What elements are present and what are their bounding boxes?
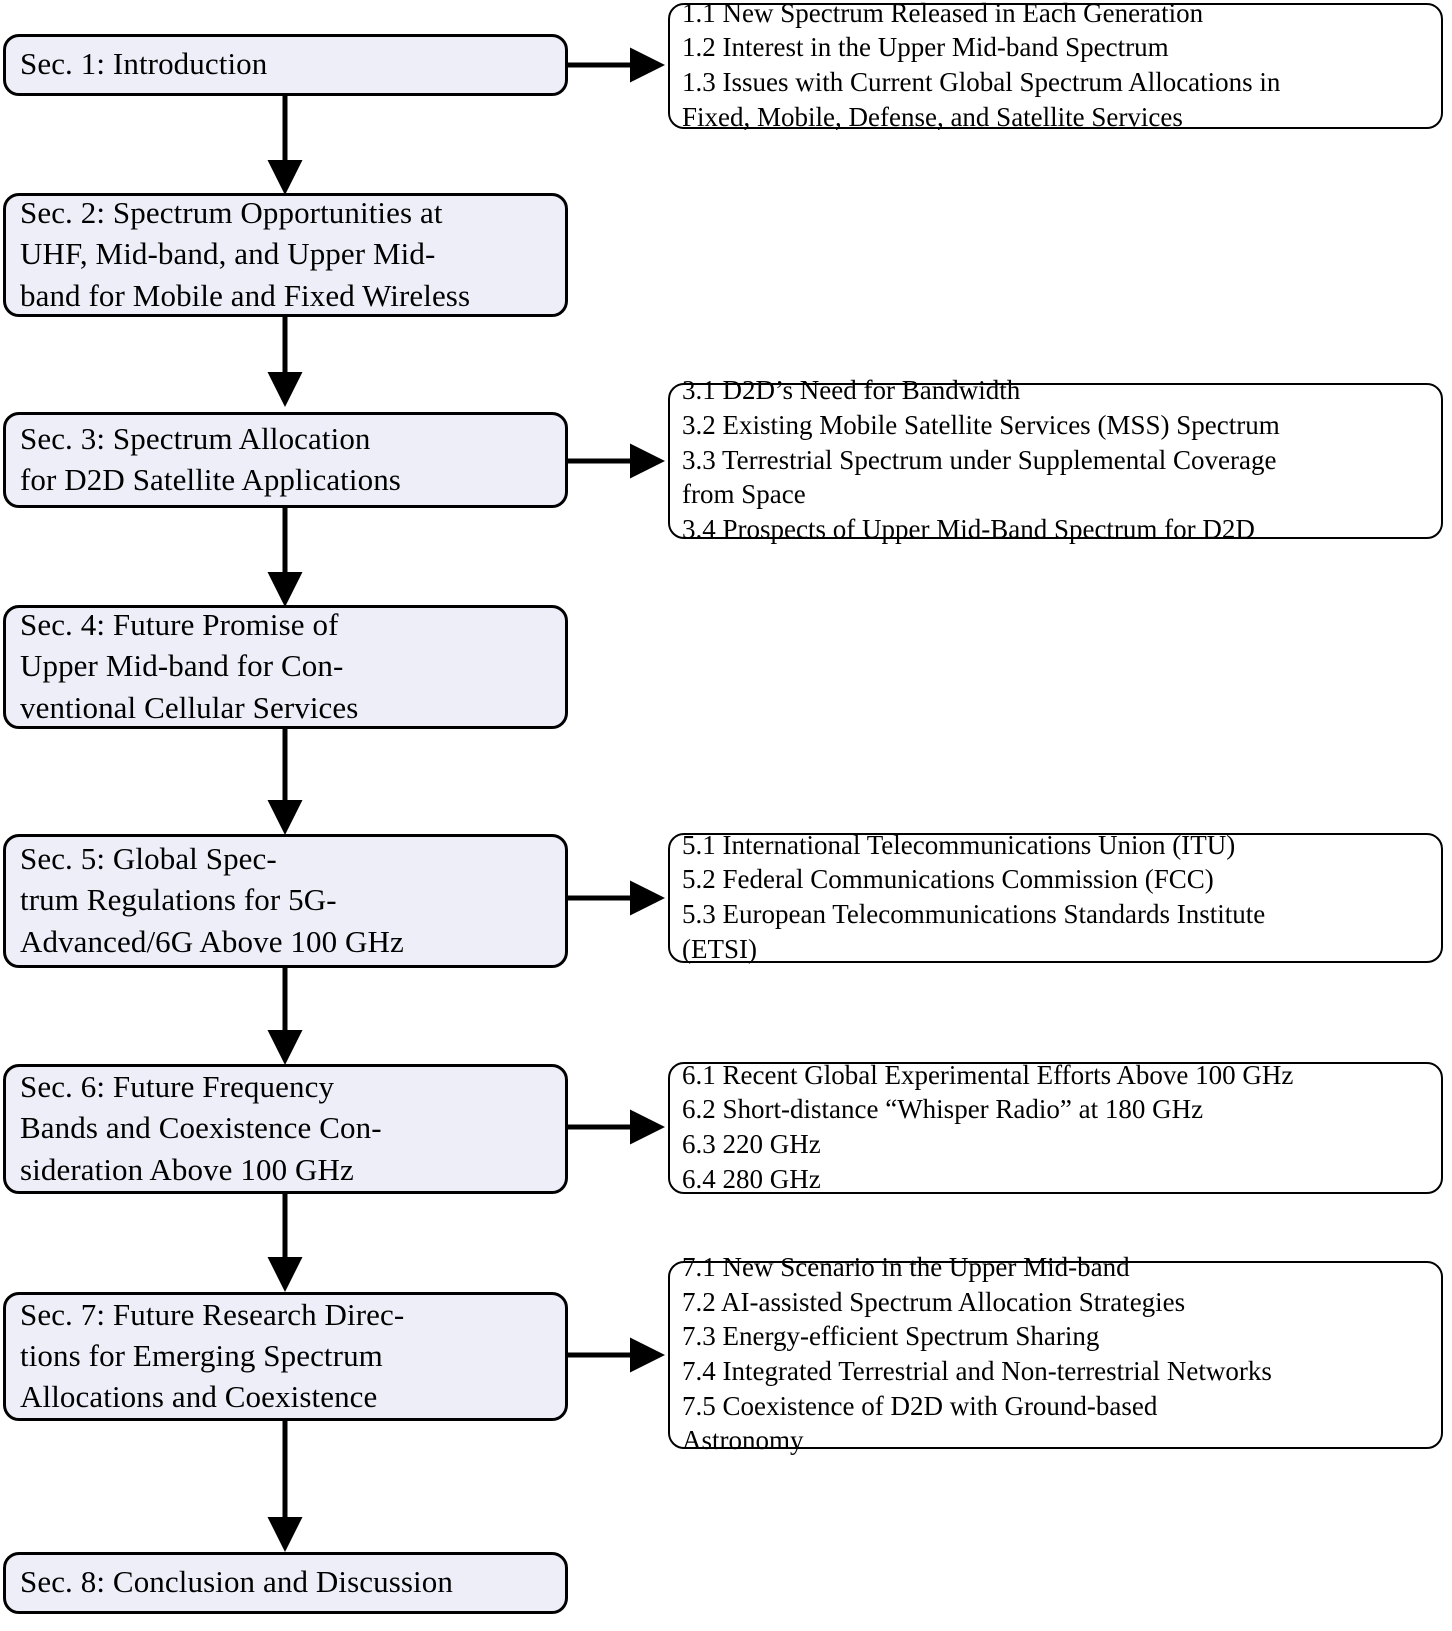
node-sec7-line-2: Allocations and Coexistence	[20, 1379, 378, 1415]
node-sec5-line-2: Advanced/6G Above 100 GHz	[20, 923, 404, 959]
node-sec5-line-0: Sec. 5: Global Spec-	[20, 841, 277, 877]
subsection-item-3-3-cont: from Space	[682, 479, 806, 510]
subsection-box-sec6[interactable]: 6.1 Recent Global Experimental Efforts A…	[668, 1060, 1443, 1194]
node-sec3[interactable]: Sec. 3: Spectrum Allocation for D2D Sate…	[3, 412, 568, 508]
subsection-item-6-4: 6.4 280 GHz	[682, 1163, 821, 1194]
node-sec3-line-0: Sec. 3: Spectrum Allocation	[20, 420, 371, 456]
subsection-item-3-3: 3.3 Terrestrial Spectrum under Supplemen…	[682, 444, 1277, 475]
node-sec5[interactable]: Sec. 5: Global Spec- trum Regulations fo…	[3, 834, 568, 968]
node-sec8-line-0: Sec. 8: Conclusion and Discussion	[20, 1564, 453, 1600]
subsection-item-3-4: 3.4 Prospects of Upper Mid-Band Spectrum…	[682, 514, 1255, 545]
subsection-item-5-3: 5.3 European Telecommunications Standard…	[682, 899, 1266, 929]
node-sec5-line-1: trum Regulations for 5G-	[20, 882, 337, 918]
node-sec7-line-0: Sec. 7: Future Research Direc-	[20, 1296, 405, 1332]
node-sec3-line-1: for D2D Satellite Applications	[20, 462, 401, 497]
node-sec4[interactable]: Sec. 4: Future Promise of Upper Mid-band…	[3, 605, 568, 729]
subsection-item-1-1: 1.1 New Spectrum Released in Each Genera…	[682, 0, 1204, 28]
node-sec4-line-1: Upper Mid-band for Con-	[20, 648, 344, 684]
subsection-item-1-2: 1.2 Interest in the Upper Mid-band Spect…	[682, 32, 1169, 63]
subsection-item-5-1: 5.1 International Telecommunications Uni…	[682, 829, 1236, 860]
node-sec2-line-0: Sec. 2: Spectrum Opportunities at	[20, 195, 443, 231]
node-sec2[interactable]: Sec. 2: Spectrum Opportunities at UHF, M…	[3, 193, 568, 317]
subsection-item-7-5: 7.5 Coexistence of D2D with Ground-based	[682, 1390, 1158, 1421]
subsection-item-3-1: 3.1 D2D’s Need for Bandwidth	[682, 375, 1021, 406]
subsection-item-7-1: 7.1 New Scenario in the Upper Mid-band	[682, 1251, 1130, 1282]
node-sec7[interactable]: Sec. 7: Future Research Direc- tions for…	[3, 1292, 568, 1421]
node-sec1-line-0: Sec. 1: Introduction	[20, 46, 268, 82]
subsection-item-6-2: 6.2 Short-distance “Whisper Radio” at 18…	[682, 1094, 1204, 1125]
node-sec1[interactable]: Sec. 1: Introduction	[3, 34, 568, 96]
node-sec6[interactable]: Sec. 6: Future Frequency Bands and Coexi…	[3, 1064, 568, 1194]
node-sec6-line-2: sideration Above 100 GHz	[20, 1151, 354, 1187]
subsection-item-1-3: 1.3 Issues with Current Global Spectrum …	[682, 67, 1281, 97]
subsection-box-sec7[interactable]: 7.1 New Scenario in the Upper Mid-band 7…	[668, 1252, 1443, 1455]
node-sec4-line-0: Sec. 4: Future Promise of	[20, 607, 339, 643]
node-sec7-line-1: tions for Emerging Spectrum	[20, 1337, 383, 1373]
subsection-item-7-5-cont: Astronomy	[682, 1425, 804, 1456]
node-sec2-line-1: UHF, Mid-band, and Upper Mid-	[20, 236, 436, 272]
node-sec6-line-1: Bands and Coexistence Con-	[20, 1110, 382, 1146]
subsection-box-sec5[interactable]: 5.1 International Telecommunications Uni…	[668, 830, 1443, 964]
subsection-item-6-3: 6.3 220 GHz	[682, 1129, 821, 1159]
node-sec4-line-2: ventional Cellular Services	[20, 689, 359, 725]
subsection-item-1-3-cont: Fixed, Mobile, Defense, and Satellite Se…	[682, 101, 1183, 132]
subsection-item-7-3: 7.3 Energy-efficient Spectrum Sharing	[682, 1321, 1100, 1352]
subsection-box-sec1[interactable]: 1.1 New Spectrum Released in Each Genera…	[668, 0, 1443, 132]
node-sec6-line-0: Sec. 6: Future Frequency	[20, 1069, 335, 1105]
subsection-box-sec3[interactable]: 3.1 D2D’s Need for Bandwidth 3.2 Existin…	[668, 375, 1443, 544]
node-sec8[interactable]: Sec. 8: Conclusion and Discussion	[3, 1552, 568, 1614]
subsection-item-3-2: 3.2 Existing Mobile Satellite Services (…	[682, 409, 1280, 440]
subsection-item-5-2: 5.2 Federal Communications Commission (F…	[682, 864, 1214, 895]
subsection-item-7-4: 7.4 Integrated Terrestrial and Non-terre…	[682, 1356, 1272, 1386]
subsection-item-7-2: 7.2 AI-assisted Spectrum Allocation Stra…	[682, 1286, 1186, 1317]
subsection-item-6-1: 6.1 Recent Global Experimental Efforts A…	[682, 1059, 1294, 1090]
subsection-item-5-3-cont: (ETSI)	[682, 933, 757, 964]
node-sec2-line-2: band for Mobile and Fixed Wireless	[20, 277, 471, 313]
